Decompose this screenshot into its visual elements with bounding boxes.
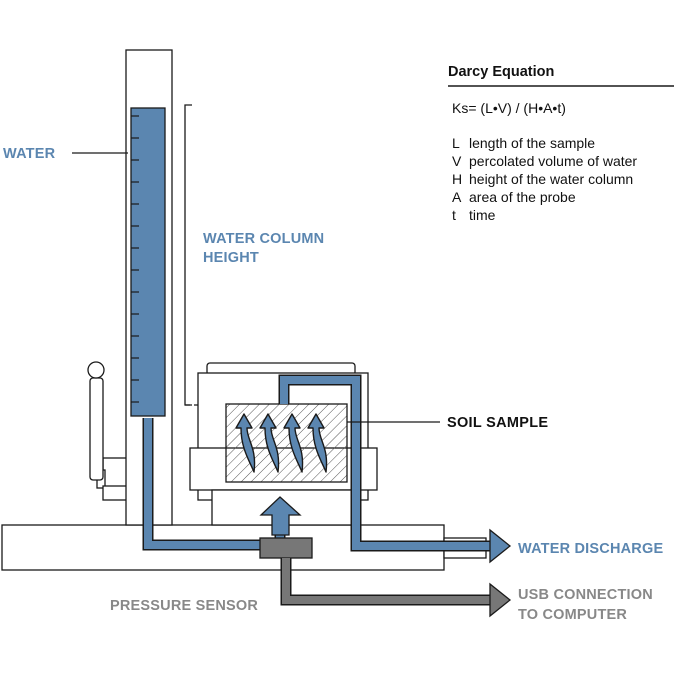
water-column-height-label-2: HEIGHT <box>203 250 259 266</box>
tube-water <box>130 107 166 417</box>
water-discharge-label: WATER DISCHARGE <box>518 541 663 557</box>
soil-sample-label: SOIL SAMPLE <box>447 415 548 431</box>
handle-block <box>102 485 128 501</box>
pressure-sensor-label: PRESSURE SENSOR <box>110 598 258 614</box>
term-desc-h: height of the water column <box>469 171 633 187</box>
inflow-arrow-icon <box>259 496 302 536</box>
discharge-arrow-icon <box>489 528 512 564</box>
term-desc-v: percolated volume of water <box>469 153 637 169</box>
term-symbol-a: A <box>452 189 462 205</box>
term-desc-a: area of the probe <box>469 189 576 205</box>
term-desc-l: length of the sample <box>469 135 595 151</box>
pressure-sensor <box>259 537 313 559</box>
term-symbol-t: t <box>452 207 456 223</box>
flow-arrows-icon <box>235 413 328 473</box>
height-bracket <box>184 104 192 406</box>
equation-formula: Ks= (L•V) / (H•A•t) <box>452 100 566 116</box>
term-desc-t: time <box>469 207 496 223</box>
equation-title: Darcy Equation <box>448 64 554 80</box>
usb-connection-label-2: TO COMPUTER <box>518 607 627 623</box>
term-symbol-v: V <box>452 153 462 169</box>
water-column-height-label: WATER COLUMN <box>203 231 324 247</box>
water-label: WATER <box>3 146 56 162</box>
usb-connection-label: USB CONNECTION <box>518 587 653 603</box>
term-symbol-l: L <box>452 135 460 151</box>
term-symbol-h: H <box>452 171 462 187</box>
lever-handle <box>87 361 128 489</box>
usb-arrow-icon <box>489 582 512 618</box>
tube-graduations <box>131 115 139 403</box>
